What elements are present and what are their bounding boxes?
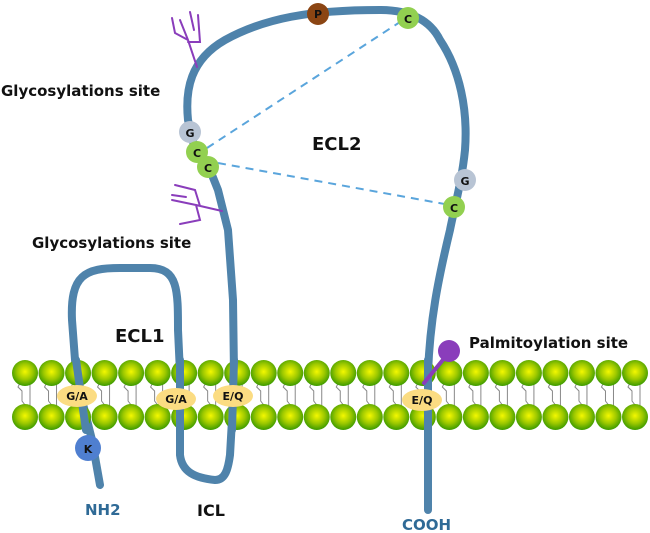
residue-c-right: C: [443, 196, 465, 218]
lipid-head-outer: [595, 360, 622, 386]
label-ecl2: ECL2: [312, 134, 362, 155]
residue-k-label: K: [84, 443, 93, 456]
residue-p: P: [307, 3, 329, 25]
label-palmitoylation: Palmitoylation site: [469, 334, 628, 352]
lipid-head-outer: [12, 360, 38, 386]
label-ecl1: ECL1: [115, 326, 165, 347]
lipid-head-inner: [515, 404, 542, 430]
lipid-head-outer: [356, 360, 383, 386]
disulfide-bond-1: [206, 21, 401, 149]
lipid-head-inner: [303, 404, 330, 430]
glycan-bottom-icon: [171, 184, 223, 225]
residue-c-top-right: C: [397, 7, 419, 29]
lipid-head-outer: [383, 360, 410, 386]
disulfide-bonds: [206, 21, 451, 206]
label-glycosylation-bottom: Glycosylations site: [32, 234, 191, 252]
residue-p-label: P: [314, 8, 322, 21]
residue-c-left-2: C: [197, 156, 219, 178]
residue-g-left: G: [179, 121, 201, 143]
lipid-head-inner: [250, 404, 277, 430]
lipid-head-outer: [330, 360, 357, 386]
lipid-head-inner: [91, 404, 118, 430]
lipid-head-inner: [277, 404, 304, 430]
lipid-head-outer: [277, 360, 304, 386]
lipid-head-outer: [38, 360, 65, 386]
lipid-head-outer: [622, 360, 648, 386]
lipid-head-inner: [595, 404, 622, 430]
residue-c-left-2-label: C: [204, 162, 212, 175]
lipid-head-inner: [197, 404, 224, 430]
lipid-head-outer: [144, 360, 171, 386]
residue-g-right-label: G: [460, 175, 469, 188]
label-icl: ICL: [197, 501, 225, 520]
lipid-head-outer: [515, 360, 542, 386]
residue-g-left-label: G: [185, 127, 194, 140]
residue-k: K: [75, 435, 101, 461]
label-glycosylation-top: Glycosylations site: [1, 82, 160, 100]
lipid-head-inner: [489, 404, 516, 430]
glycan-top-icon: [171, 11, 202, 68]
lipid-head-inner: [224, 404, 251, 430]
palmitoyl-icon: [422, 340, 460, 385]
motif-tm2-label: G/A: [165, 393, 187, 406]
motif-tm4-label: E/Q: [412, 394, 433, 407]
lipid-head-outer: [91, 360, 118, 386]
lipid-head-outer: [303, 360, 330, 386]
lipid-head-outer: [489, 360, 516, 386]
lipid-head-outer: [171, 360, 198, 386]
lipid-head-inner: [144, 404, 171, 430]
motif-tm1-label: G/A: [66, 390, 88, 403]
residue-c-top-right-label: C: [404, 13, 412, 26]
motif-tm2: G/A: [156, 388, 196, 410]
lipid-head-outer: [250, 360, 277, 386]
motif-tm3-label: E/Q: [223, 390, 244, 403]
lipid-head-inner: [330, 404, 357, 430]
lipid-tails: [17, 380, 641, 410]
motif-tm3: E/Q: [213, 385, 253, 407]
label-c-terminus: COOH: [402, 516, 451, 533]
lipid-head-outer: [197, 360, 224, 386]
lipid-head-inner: [356, 404, 383, 430]
disulfide-bond-2: [217, 162, 451, 206]
lipid-head-outer: [462, 360, 489, 386]
lipid-head-outer: [568, 360, 595, 386]
lipid-head-inner: [622, 404, 648, 430]
residue-c-right-label: C: [450, 202, 458, 215]
lipid-head-inner: [542, 404, 569, 430]
lipid-head-outer: [118, 360, 145, 386]
motif-tm1: G/A: [57, 385, 97, 407]
lipid-head-inner: [462, 404, 489, 430]
lipid-head-inner: [118, 404, 145, 430]
lipid-head-inner: [383, 404, 410, 430]
motif-tm4: E/Q: [402, 389, 442, 411]
lipid-head-inner: [568, 404, 595, 430]
lipid-head-inner: [436, 404, 463, 430]
lipid-head-outer: [436, 360, 463, 386]
lipid-head-inner: [38, 404, 65, 430]
residue-g-right: G: [454, 169, 476, 191]
residue-c-left-1-label: C: [193, 147, 201, 160]
lipid-head-outer: [542, 360, 569, 386]
label-n-terminus: NH2: [85, 501, 121, 519]
lipid-head-inner: [12, 404, 38, 430]
